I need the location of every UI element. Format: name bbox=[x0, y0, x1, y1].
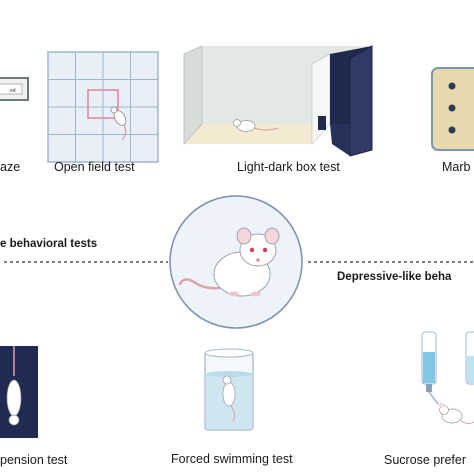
maze-inner-text: ed bbox=[10, 88, 16, 94]
marble-tray-icon bbox=[431, 67, 474, 151]
maze-test-panel: ed bbox=[0, 62, 40, 122]
mouse-icon bbox=[233, 119, 279, 132]
rat-circle-icon bbox=[169, 195, 303, 329]
tail-suspension-icon bbox=[0, 346, 38, 438]
light-dark-label: Light-dark box test bbox=[237, 160, 340, 174]
depression-section-title: Depressive-like beha bbox=[337, 271, 452, 283]
maze-icon bbox=[0, 77, 29, 101]
sucrose-bottles-icon bbox=[421, 331, 474, 425]
marble-label: Marb bbox=[442, 160, 471, 174]
light-dark-box-icon bbox=[183, 45, 373, 157]
tail-suspension-label: pension test bbox=[0, 453, 68, 467]
maze-label: aze bbox=[0, 160, 21, 174]
anxiety-section-title: e behavioral tests bbox=[0, 238, 98, 250]
forced-swim-label: Forced swimming test bbox=[171, 452, 293, 466]
open-field-arena-icon bbox=[47, 51, 159, 163]
forced-swim-cylinder-icon bbox=[204, 348, 254, 431]
open-field-label: Open field test bbox=[54, 160, 135, 174]
sucrose-label: Sucrose prefer bbox=[384, 453, 466, 467]
mouse-icon bbox=[110, 106, 127, 141]
divider-line-left bbox=[4, 261, 474, 263]
